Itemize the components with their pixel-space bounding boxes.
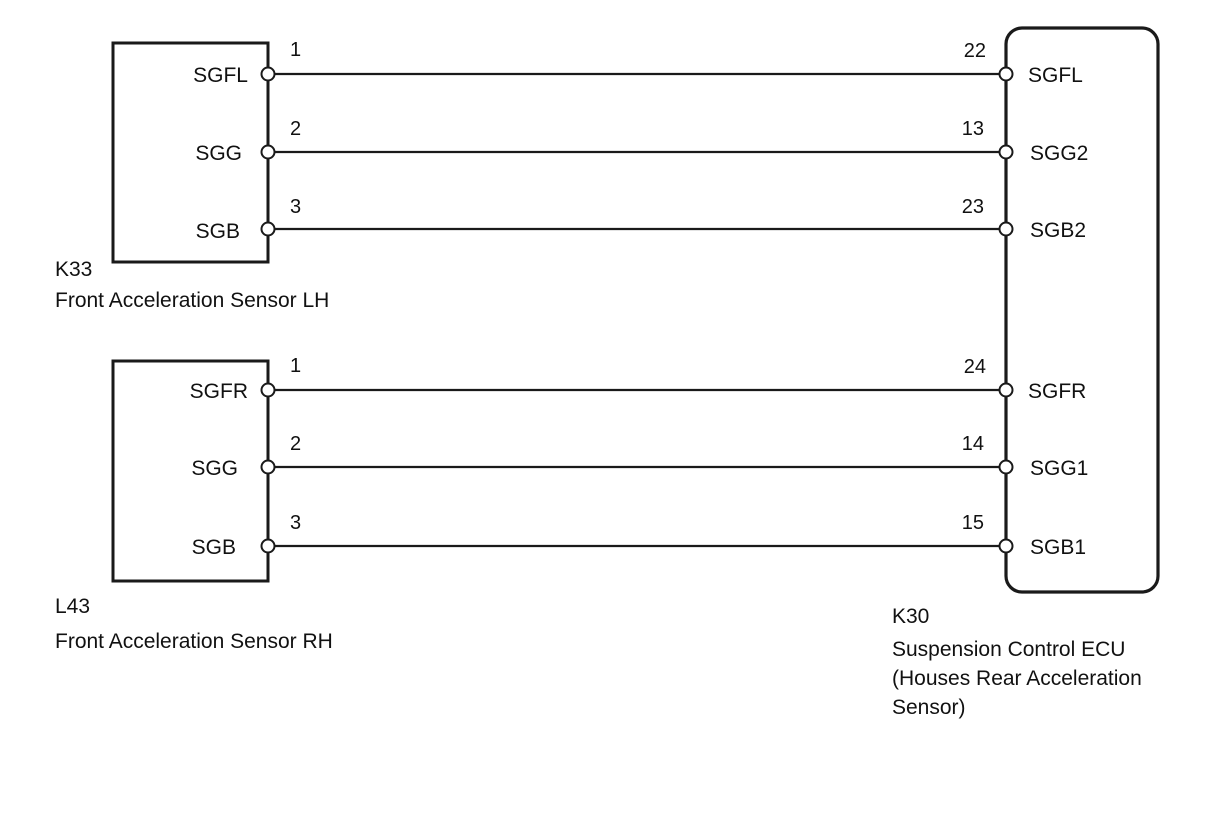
k30-signal-label: SGG1 bbox=[1030, 457, 1088, 480]
terminal-k30-14 bbox=[998, 459, 1014, 475]
k30-ecu-box bbox=[1004, 26, 1160, 594]
k33-signal-label: SGB bbox=[196, 220, 240, 243]
terminal-k30-23 bbox=[998, 221, 1014, 237]
k33-pin-number: 2 bbox=[290, 118, 301, 140]
k30-pin-number: 14 bbox=[962, 433, 984, 455]
terminal-k33-3 bbox=[260, 221, 276, 237]
l43-component-name: Front Acceleration Sensor RH bbox=[55, 630, 333, 653]
k30-signal-label: SGFR bbox=[1028, 380, 1086, 403]
terminal-l43-1 bbox=[260, 382, 276, 398]
k33-pin-number: 3 bbox=[290, 196, 301, 218]
k30-pin-number: 15 bbox=[962, 512, 984, 534]
terminal-l43-2 bbox=[260, 459, 276, 475]
k33-pin-number: 1 bbox=[290, 39, 301, 61]
k30-pin-number: 23 bbox=[962, 196, 984, 218]
k30-signal-label: SGB2 bbox=[1030, 219, 1086, 242]
l43-pin-number: 1 bbox=[290, 355, 301, 377]
k33-signal-label: SGFL bbox=[193, 64, 248, 87]
k33-component-name: Front Acceleration Sensor LH bbox=[55, 289, 329, 312]
k30-component-id: K30 bbox=[892, 605, 929, 628]
k30-signal-label: SGFL bbox=[1028, 64, 1083, 87]
terminal-l43-3 bbox=[260, 538, 276, 554]
k30-pin-number: 22 bbox=[964, 40, 986, 62]
k30-pin-number: 13 bbox=[962, 118, 984, 140]
k30-component-name-line2: (Houses Rear Acceleration bbox=[892, 667, 1142, 690]
terminal-k30-15 bbox=[998, 538, 1014, 554]
terminal-k30-22 bbox=[998, 66, 1014, 82]
terminal-k30-13 bbox=[998, 144, 1014, 160]
terminal-k33-2 bbox=[260, 144, 276, 160]
k33-signal-label: SGG bbox=[195, 142, 242, 165]
l43-pin-number: 2 bbox=[290, 433, 301, 455]
l43-signal-label: SGFR bbox=[190, 380, 248, 403]
terminal-k30-24 bbox=[998, 382, 1014, 398]
k30-component-name-line3: Sensor) bbox=[892, 696, 966, 719]
k30-component-name-line1: Suspension Control ECU bbox=[892, 638, 1125, 661]
terminal-k33-1 bbox=[260, 66, 276, 82]
l43-component-id: L43 bbox=[55, 595, 90, 618]
l43-signal-label: SGB bbox=[192, 536, 236, 559]
l43-pin-number: 3 bbox=[290, 512, 301, 534]
l43-signal-label: SGG bbox=[191, 457, 238, 480]
k30-pin-number: 24 bbox=[964, 356, 986, 378]
k30-signal-label: SGG2 bbox=[1030, 142, 1088, 165]
k33-component-id: K33 bbox=[55, 258, 92, 281]
k30-signal-label: SGB1 bbox=[1030, 536, 1086, 559]
